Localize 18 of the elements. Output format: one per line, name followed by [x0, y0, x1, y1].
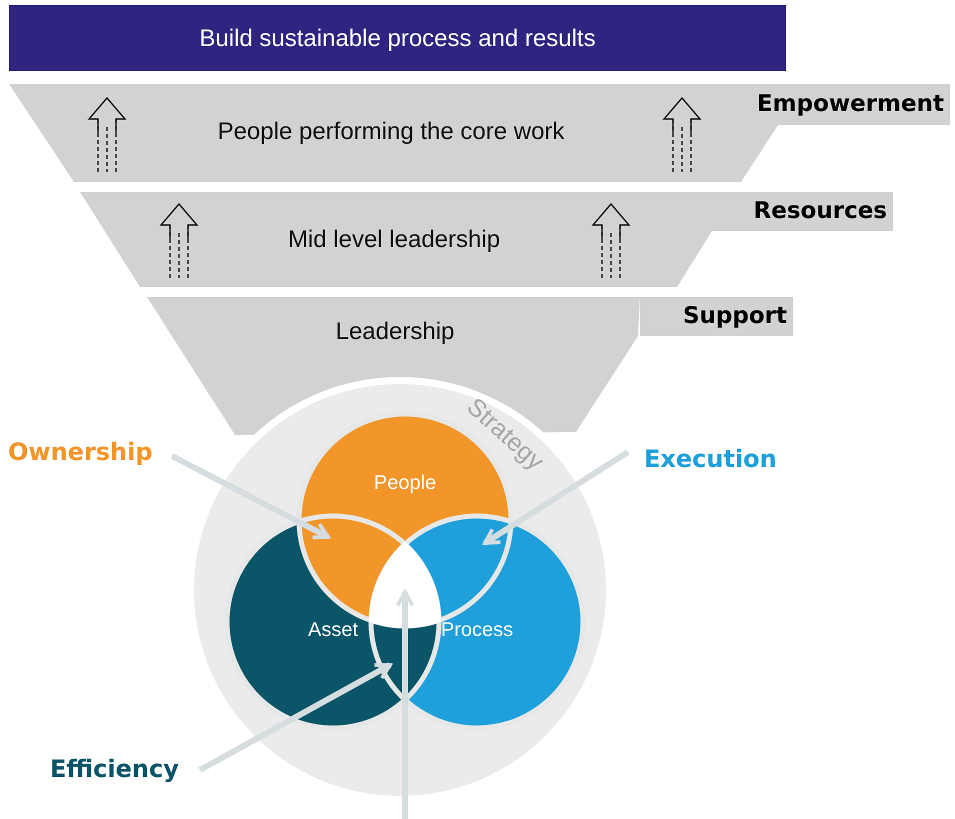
band-label: Leadership — [334, 318, 456, 346]
banner-title: Build sustainable process and results — [198, 25, 597, 53]
band-label: People performing the core work — [216, 118, 566, 146]
arrow — [198, 662, 392, 773]
title-banner — [9, 5, 786, 71]
level-tab: Resources — [700, 192, 893, 231]
level-tab: Support — [640, 297, 793, 336]
arrow — [396, 590, 414, 819]
callout-label: Ownership — [8, 438, 153, 466]
level-tab: Empowerment — [745, 84, 950, 125]
arrow — [483, 449, 630, 546]
arrow — [170, 453, 330, 540]
callout-label: Efficiency — [50, 755, 179, 783]
circle-label: Asset — [306, 619, 360, 642]
circle-label: People — [372, 472, 438, 495]
callout-label: Execution — [644, 445, 777, 473]
circle-label: Process — [440, 619, 514, 642]
band-label: Mid level leadership — [286, 226, 502, 254]
